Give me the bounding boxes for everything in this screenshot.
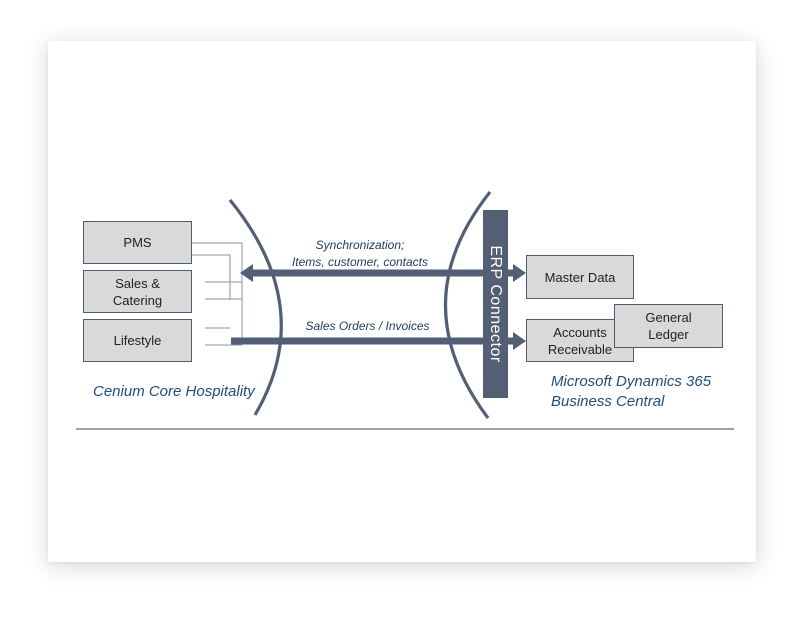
master-data-label: Master Data [544,269,616,285]
module-pms: PMS [83,221,192,264]
sync-label-line1: Synchronization; [315,238,405,252]
erp-connector-label: ERP Connector [487,245,504,363]
accounts-receivable-label: Accounts Receivable [547,324,613,357]
right-system-name: Microsoft Dynamics 365 Business Central [551,373,712,410]
module-lifestyle-label: Lifestyle [113,333,162,348]
module-lifestyle: Lifestyle [83,319,192,362]
module-connector-lines [192,242,243,346]
sync-arrow-right-head [513,264,526,282]
master-data-box: Master Data [526,255,634,299]
general-ledger-box: General Ledger [614,304,723,348]
right-boundary-curve [443,191,492,419]
module-sales-catering: Sales & Catering [83,270,192,313]
left-system-name: Cenium Core Hospitality [93,383,255,400]
sync-label-line2: Items, customer, contacts [291,255,429,269]
orders-arrow-head [513,332,526,350]
sync-arrow-left-head [240,264,253,282]
erp-connector-bar: ERP Connector [483,210,508,398]
module-sales-catering-label: Sales & Catering [112,275,163,308]
left-boundary-curve [228,198,283,416]
orders-label: Sales Orders / Invoices [305,319,430,333]
module-pms-label: PMS [123,235,152,250]
general-ledger-label: General Ledger [645,310,692,342]
